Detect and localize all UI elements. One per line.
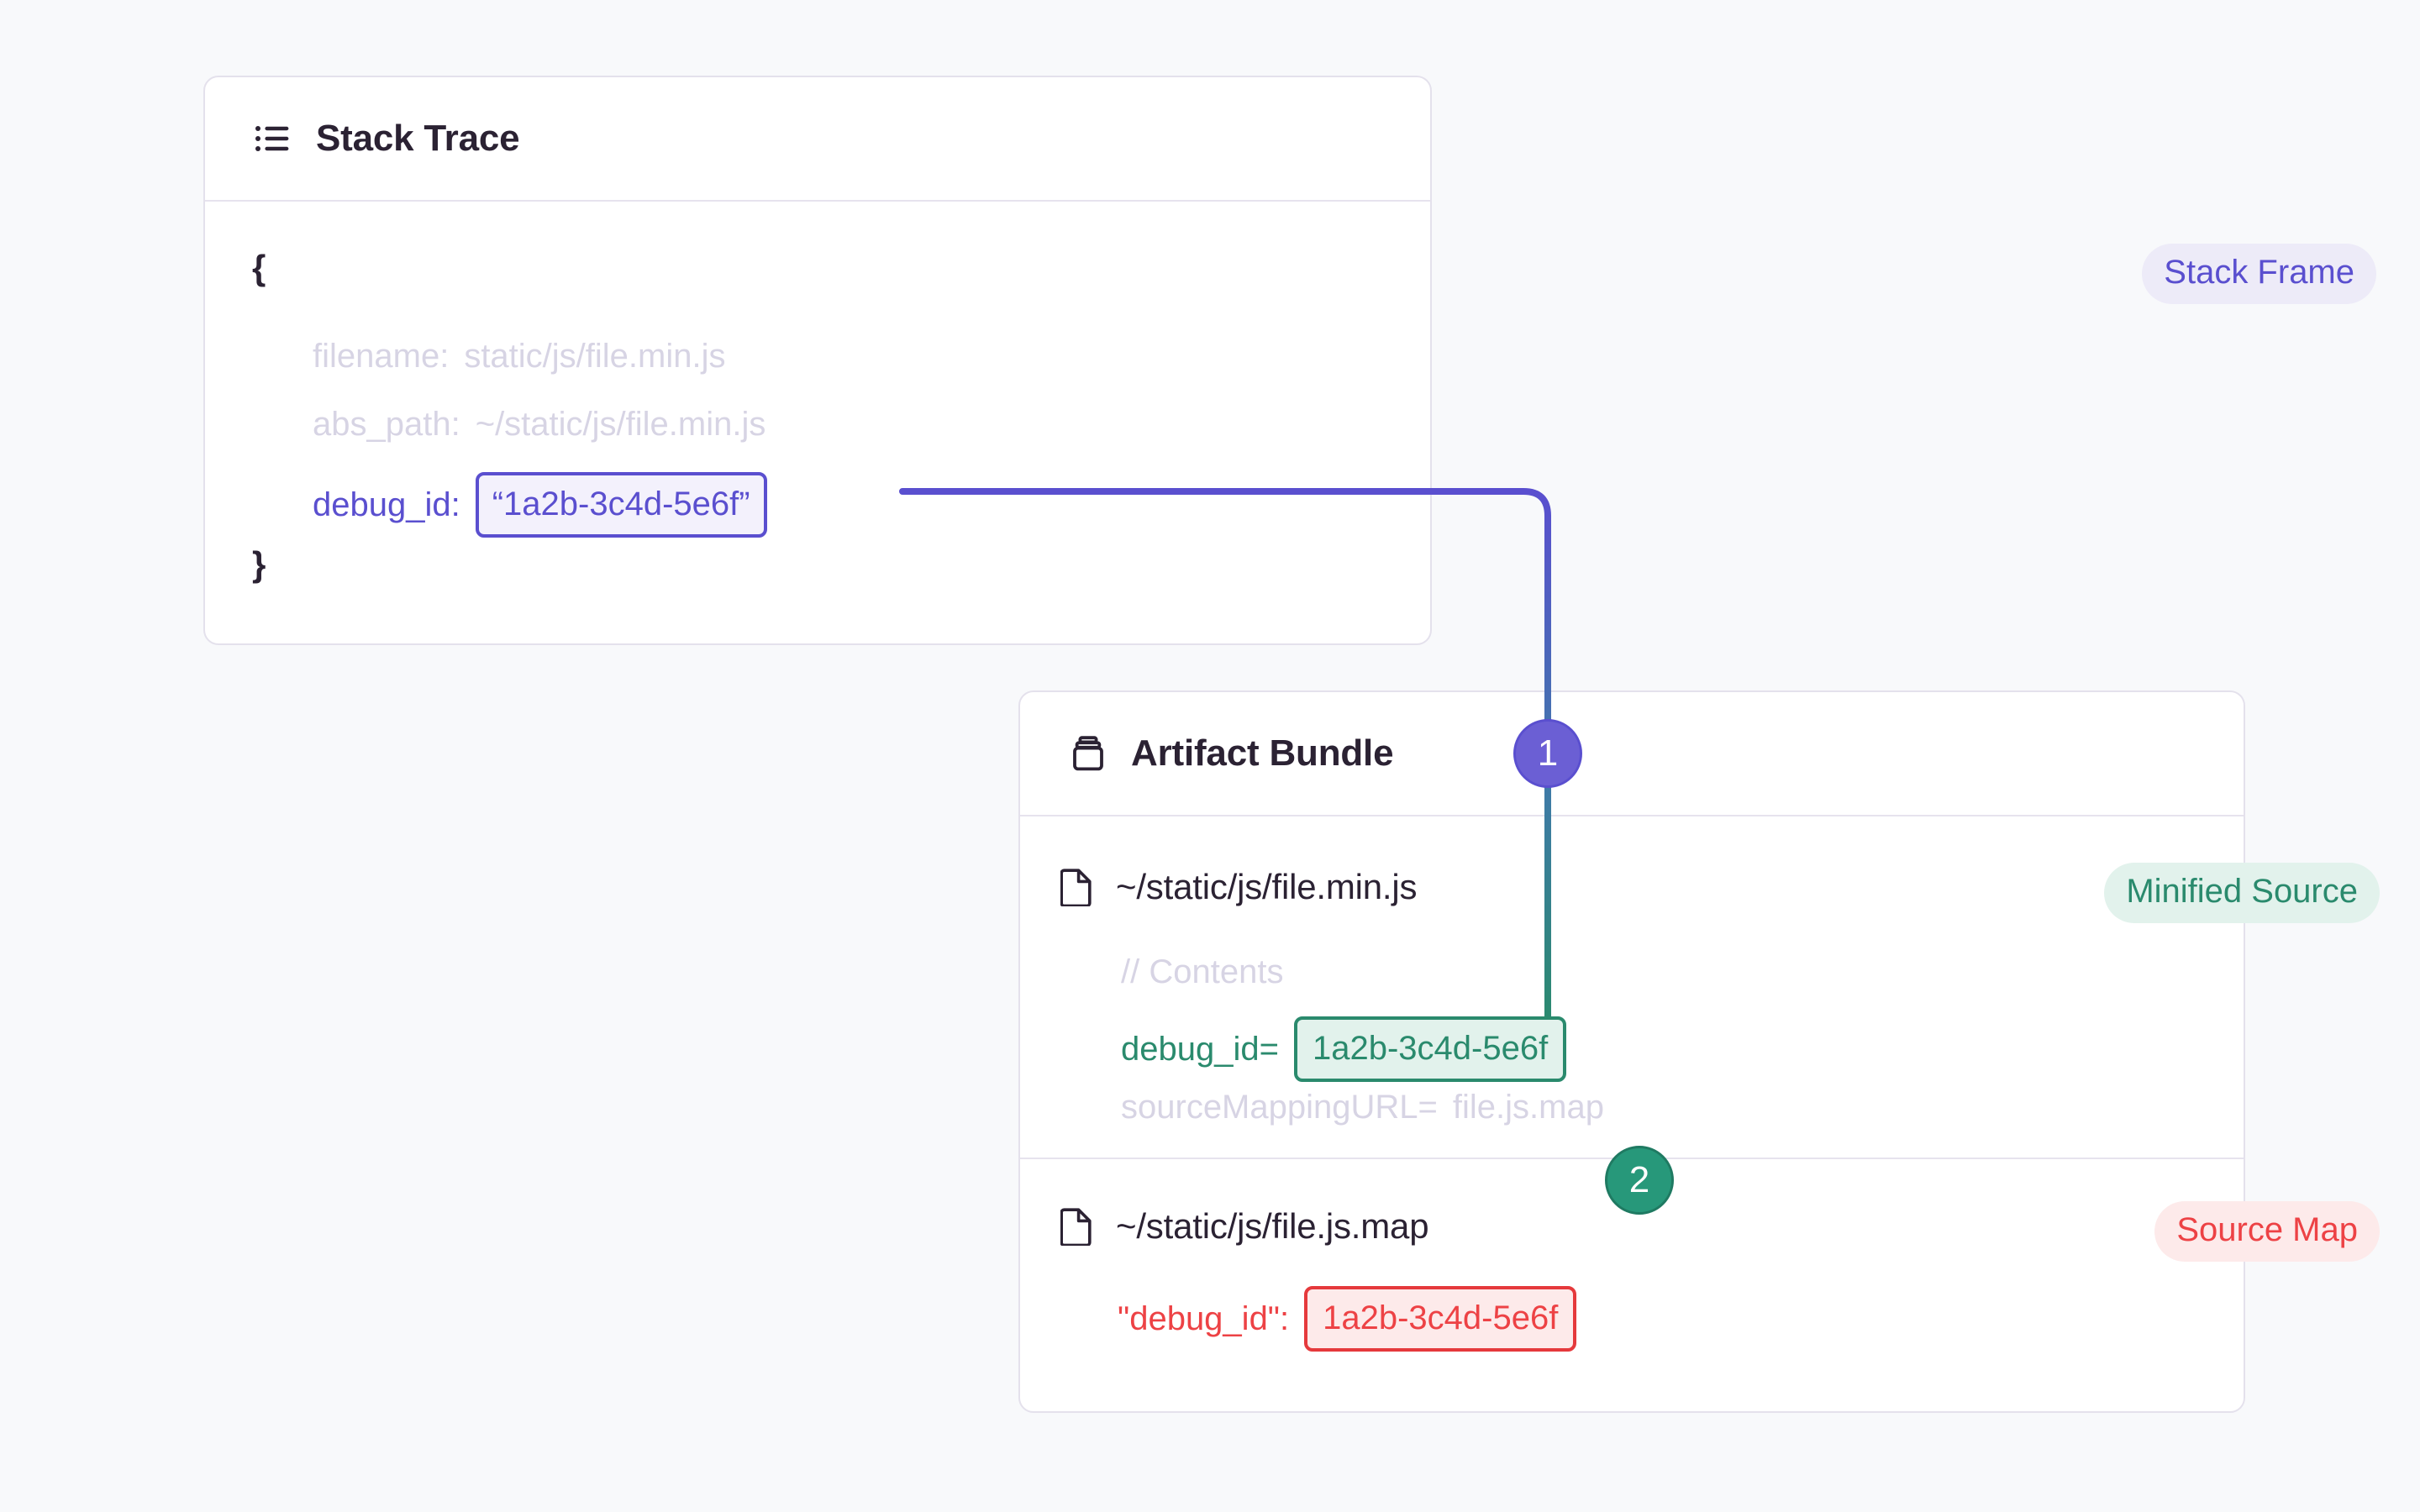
source-mapping-url-value: file.js.map bbox=[1452, 1089, 1604, 1126]
artifact-bundle-title: Artifact Bundle bbox=[1131, 732, 1394, 774]
stack-trace-title: Stack Trace bbox=[316, 118, 520, 159]
source-mapping-url-key: sourceMappingURL= bbox=[1121, 1089, 1438, 1126]
stack-frame-debugid-value[interactable]: “1a2b-3c4d-5e6f” bbox=[475, 472, 767, 538]
artifact-sourcemap-filename: ~/static/js/file.js.map bbox=[1116, 1206, 1429, 1246]
sourcemap-debugid-value[interactable]: 1a2b-3c4d-5e6f bbox=[1304, 1286, 1577, 1352]
json-close-brace: } bbox=[252, 544, 266, 584]
archive-icon bbox=[1068, 733, 1108, 774]
filename-key: filename: bbox=[313, 338, 450, 375]
artifact-bundle-header: Artifact Bundle bbox=[1020, 692, 2244, 816]
step-badge-2: 2 bbox=[1605, 1146, 1674, 1215]
minified-debugid-key: debug_id= bbox=[1121, 1030, 1279, 1068]
debugid-key: debug_id: bbox=[313, 486, 460, 523]
stack-frame-debugid-row: debug_id: “1a2b-3c4d-5e6f” bbox=[313, 472, 767, 538]
artifact-entry-source-map[interactable]: ~/static/js/file.js.map bbox=[1060, 1206, 1429, 1247]
source-mapping-url-row: sourceMappingURL= file.js.map bbox=[1121, 1089, 1604, 1126]
abspath-key: abs_path: bbox=[313, 406, 460, 443]
stack-frame-filename-row: filename: static/js/file.min.js bbox=[313, 338, 725, 375]
list-icon bbox=[253, 118, 293, 159]
source-map-tag: Source Map bbox=[2154, 1201, 2380, 1262]
minified-source-tag: Minified Source bbox=[2104, 863, 2380, 923]
step-badge-1: 1 bbox=[1513, 719, 1582, 788]
json-open-brace: { bbox=[252, 248, 266, 287]
minified-debugid-value[interactable]: 1a2b-3c4d-5e6f bbox=[1293, 1016, 1567, 1082]
stack-frame-abspath-row: abs_path: ~/static/js/file.min.js bbox=[313, 406, 765, 444]
minified-debugid-row: debug_id= 1a2b-3c4d-5e6f bbox=[1121, 1016, 1567, 1082]
artifact-contents-comment: // Contents bbox=[1121, 953, 1284, 990]
sourcemap-debugid-row: "debug_id": 1a2b-3c4d-5e6f bbox=[1118, 1286, 1577, 1352]
file-icon bbox=[1060, 1207, 1094, 1246]
stack-frame-tag: Stack Frame bbox=[2142, 244, 2376, 304]
artifact-entry-minified-source[interactable]: ~/static/js/file.min.js bbox=[1060, 867, 1418, 907]
abspath-value: ~/static/js/file.min.js bbox=[475, 406, 766, 443]
file-icon bbox=[1060, 868, 1094, 906]
filename-value: static/js/file.min.js bbox=[464, 338, 726, 375]
artifact-minified-filename: ~/static/js/file.min.js bbox=[1116, 867, 1418, 906]
sourcemap-debugid-key: "debug_id": bbox=[1118, 1299, 1290, 1337]
stack-trace-header: Stack Trace bbox=[205, 77, 1430, 202]
